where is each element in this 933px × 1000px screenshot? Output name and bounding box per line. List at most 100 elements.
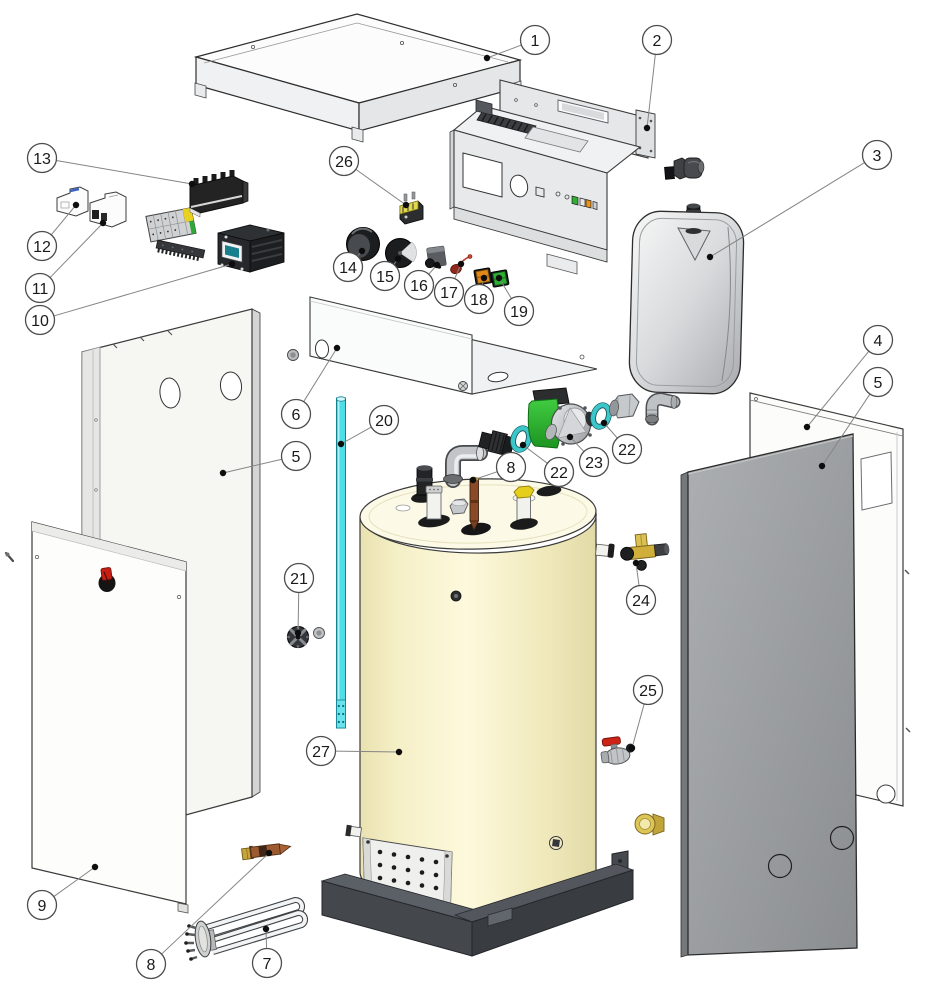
small-bracket	[475, 99, 493, 116]
callout-2: 2	[641, 24, 673, 132]
leader-line	[498, 277, 512, 299]
indicator	[579, 197, 586, 207]
leader-dot	[480, 274, 488, 282]
callout-26: 26	[328, 145, 410, 209]
callout-number: 8	[147, 957, 156, 974]
round-cutout	[509, 174, 529, 198]
side-stub	[595, 543, 615, 558]
callout-24: 24	[625, 559, 657, 616]
leader-line	[635, 562, 640, 586]
leader-dot	[600, 419, 608, 427]
callout-number: 20	[375, 413, 393, 430]
leader-dot	[818, 462, 826, 470]
leader-dot	[99, 219, 107, 227]
callout-circle	[632, 674, 664, 706]
leader-line	[50, 204, 77, 236]
leader-dot	[394, 255, 402, 263]
leader-dot	[457, 260, 465, 268]
callout-1: 1	[483, 24, 551, 62]
leader-line	[486, 44, 522, 59]
screw	[4, 551, 15, 563]
green-indicator	[571, 195, 579, 206]
bracket-slot	[487, 371, 509, 383]
callout-6: 6	[280, 344, 341, 430]
busbar-comb	[155, 239, 206, 262]
callout-circle	[503, 295, 535, 327]
leader-line	[297, 592, 300, 634]
callout-21: 21	[283, 562, 315, 637]
leader-dot	[219, 469, 227, 477]
panel-cutout	[860, 451, 893, 511]
leader-line	[522, 444, 548, 464]
callout-number: 26	[335, 154, 353, 171]
callout-14: 14	[332, 247, 366, 283]
mounting-bracket-part-2	[499, 79, 656, 159]
leader-line	[646, 54, 656, 129]
callout-number: 21	[290, 571, 308, 588]
panel-knob	[98, 567, 116, 592]
callout-number: 2	[653, 33, 662, 50]
brass-fitting	[634, 813, 665, 836]
panel-knockout	[876, 784, 896, 804]
callout-22: 22	[519, 441, 575, 488]
callout-number: 25	[639, 683, 657, 700]
callout-circle	[403, 269, 435, 301]
callout-circle	[26, 230, 58, 262]
base-frame	[320, 850, 635, 957]
callout-number: 18	[470, 292, 488, 309]
callout-20: 20	[337, 404, 400, 448]
callout-number: 23	[585, 455, 603, 472]
panel-knockout	[829, 825, 855, 851]
leader-line	[355, 168, 407, 206]
left-stub	[345, 824, 362, 838]
leader-line	[340, 426, 372, 445]
yellow-cap-fitting	[512, 485, 536, 523]
callout-circle	[862, 366, 894, 398]
square-cutout	[535, 186, 545, 198]
callout-5: 5	[219, 440, 312, 477]
leader-line	[303, 347, 338, 402]
callout-27: 27	[305, 735, 403, 767]
callout-25: 25	[628, 674, 664, 752]
callout-circle	[543, 456, 575, 488]
control-panel-assembly	[449, 99, 642, 275]
callout-9: 9	[26, 863, 99, 921]
elbow-fitting-chrome	[443, 445, 488, 488]
callout-17: 17	[433, 260, 465, 308]
adapter-fitting	[478, 430, 516, 457]
callout-8: 8	[469, 451, 527, 484]
indicator	[592, 201, 598, 210]
thermostat-knob-part-15	[385, 238, 417, 271]
callout-number: 13	[33, 151, 51, 168]
din-module-part-11	[89, 191, 127, 228]
callout-circle	[611, 433, 643, 465]
leader-line	[472, 471, 498, 481]
din-module-part-12	[56, 186, 89, 217]
callout-circle	[641, 24, 673, 56]
callout-5: 5	[818, 366, 894, 470]
callout-number: 9	[38, 898, 47, 915]
gasket	[461, 522, 491, 536]
callout-18: 18	[463, 274, 495, 315]
leader-dot	[402, 201, 410, 209]
callout-circle	[280, 440, 312, 472]
leader-line	[161, 852, 270, 955]
callout-number: 1	[531, 33, 540, 50]
callout-15: 15	[369, 255, 402, 292]
leader-line	[56, 159, 193, 185]
callout-12: 12	[26, 201, 80, 262]
union-nut-fitting	[608, 393, 640, 419]
callout-number: 12	[33, 239, 51, 256]
hex-plug	[449, 498, 469, 515]
drain-valve-part-25	[600, 736, 635, 765]
leader-dot	[358, 247, 366, 255]
callout-number: 14	[339, 260, 357, 277]
callout-circle	[862, 324, 894, 356]
terminal-block-part-13	[189, 170, 249, 218]
heating-element-part-7	[184, 897, 309, 961]
callout-number: 5	[874, 375, 883, 392]
limit-switch-part-16	[424, 245, 447, 269]
leader-line	[222, 458, 282, 474]
callout-number: 6	[292, 407, 301, 424]
